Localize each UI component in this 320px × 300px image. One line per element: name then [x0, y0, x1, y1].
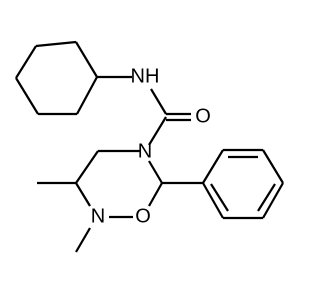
bond-ph-3 [262, 149, 284, 184]
bond-nh-carbonyl [150, 88, 167, 115]
bond-cy-5 [15, 77, 39, 115]
cyclohexyl-ring [15, 40, 98, 116]
carbonyl-double-bond [166, 112, 191, 122]
bond-ph-1 [202, 149, 224, 184]
label-ring-nitrogen-methyl: N [91, 205, 105, 227]
oxadiazinane-ring [75, 149, 163, 219]
label-carbonyl-oxygen: O [195, 105, 211, 127]
bond-n1-methyl [75, 227, 91, 253]
bond-ph-4 [262, 182, 284, 219]
label-nh: NH [131, 65, 160, 87]
bond-ph-inner-3 [210, 183, 229, 212]
bond-cy-3 [76, 76, 98, 115]
label-ring-nitrogen-amide: N [138, 140, 152, 162]
phenyl-ring [202, 148, 284, 220]
bond-ring-c5-c6 [75, 150, 99, 184]
bond-ph-6 [202, 182, 224, 219]
bond-cy-1 [35, 40, 77, 48]
chemical-structure: NH O N N O [15, 40, 284, 253]
bond-ring-c6-n1 [75, 182, 91, 207]
bond-ph-inner-2 [257, 183, 276, 212]
bond-ring-c3-n4 [148, 160, 163, 184]
label-ring-oxygen: O [135, 205, 151, 227]
atom-labels: NH O N N O [91, 65, 211, 227]
bond-cy-6 [15, 45, 37, 79]
bond-carbonyl-n [148, 116, 167, 146]
bond-cy-2 [75, 41, 98, 78]
bond-ring-o2-c3 [148, 182, 163, 207]
